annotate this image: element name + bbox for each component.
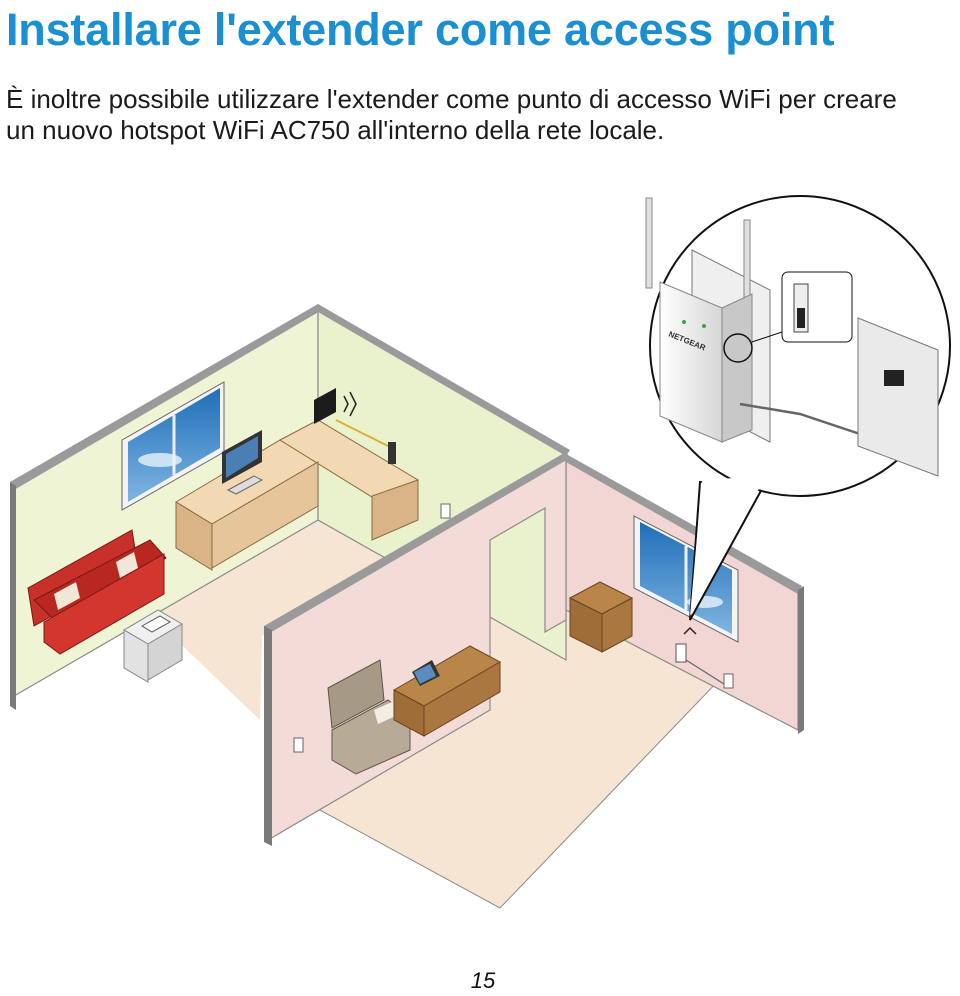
sideboard xyxy=(392,645,502,737)
callout-magnifier: NETGEAR xyxy=(645,195,951,621)
extender-device xyxy=(659,281,723,443)
intro-line-2: un nuovo hotspot WiFi AC750 all'interno … xyxy=(6,115,665,145)
router xyxy=(314,388,396,464)
intro-paragraph: È inoltre possibile utilizzare l'extende… xyxy=(6,84,960,146)
desktop-computer xyxy=(222,430,264,495)
page-title: Installare l'extender come access point xyxy=(6,4,835,55)
access-point-illustration: NETGEAR xyxy=(10,195,951,909)
extender-on-wall xyxy=(675,626,725,685)
sofa xyxy=(27,529,167,655)
page-number: 15 xyxy=(470,968,496,993)
side-table xyxy=(123,609,183,683)
intro-line-1: È inoltre possibile utilizzare l'extende… xyxy=(6,84,897,114)
cabinet xyxy=(568,581,634,653)
